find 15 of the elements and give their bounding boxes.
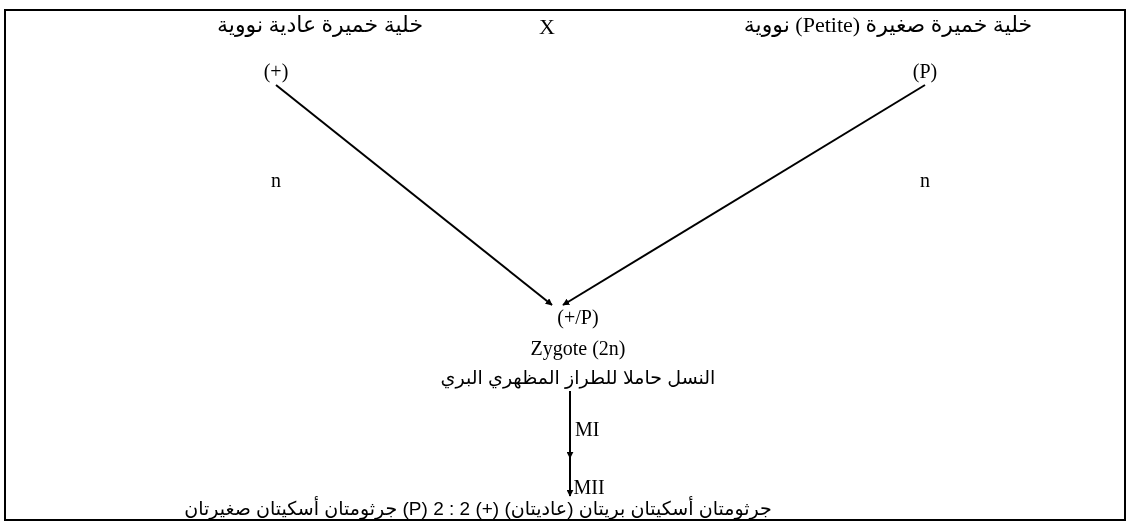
spore-ratio-label: جرثومتان أسكيتان بريتان (عاديتان) (+) 2 : 2 (P) جرثومتان أسكيتان صغيرتان [184,497,772,520]
arrow [275,84,553,306]
arrow [567,390,574,497]
offspring-label: النسل حاملا للطراز المظهري البري [440,366,716,389]
division-label: MII [573,475,605,499]
ploidy-label: n [271,168,281,192]
genotype-label: (+/P) [557,306,599,329]
cell-title: خلية خميرة صغيرة (Petite) نووية [743,12,1033,38]
cross-symbol: X [539,14,555,40]
arrow [562,84,926,306]
cell-title: خلية خميرة عادية نووية [217,12,423,38]
genotype-label: (P) [912,60,938,83]
zygote-label: Zygote (2n) [530,337,626,360]
genotype-label: (+) [263,60,289,83]
ploidy-label: n [920,168,930,192]
